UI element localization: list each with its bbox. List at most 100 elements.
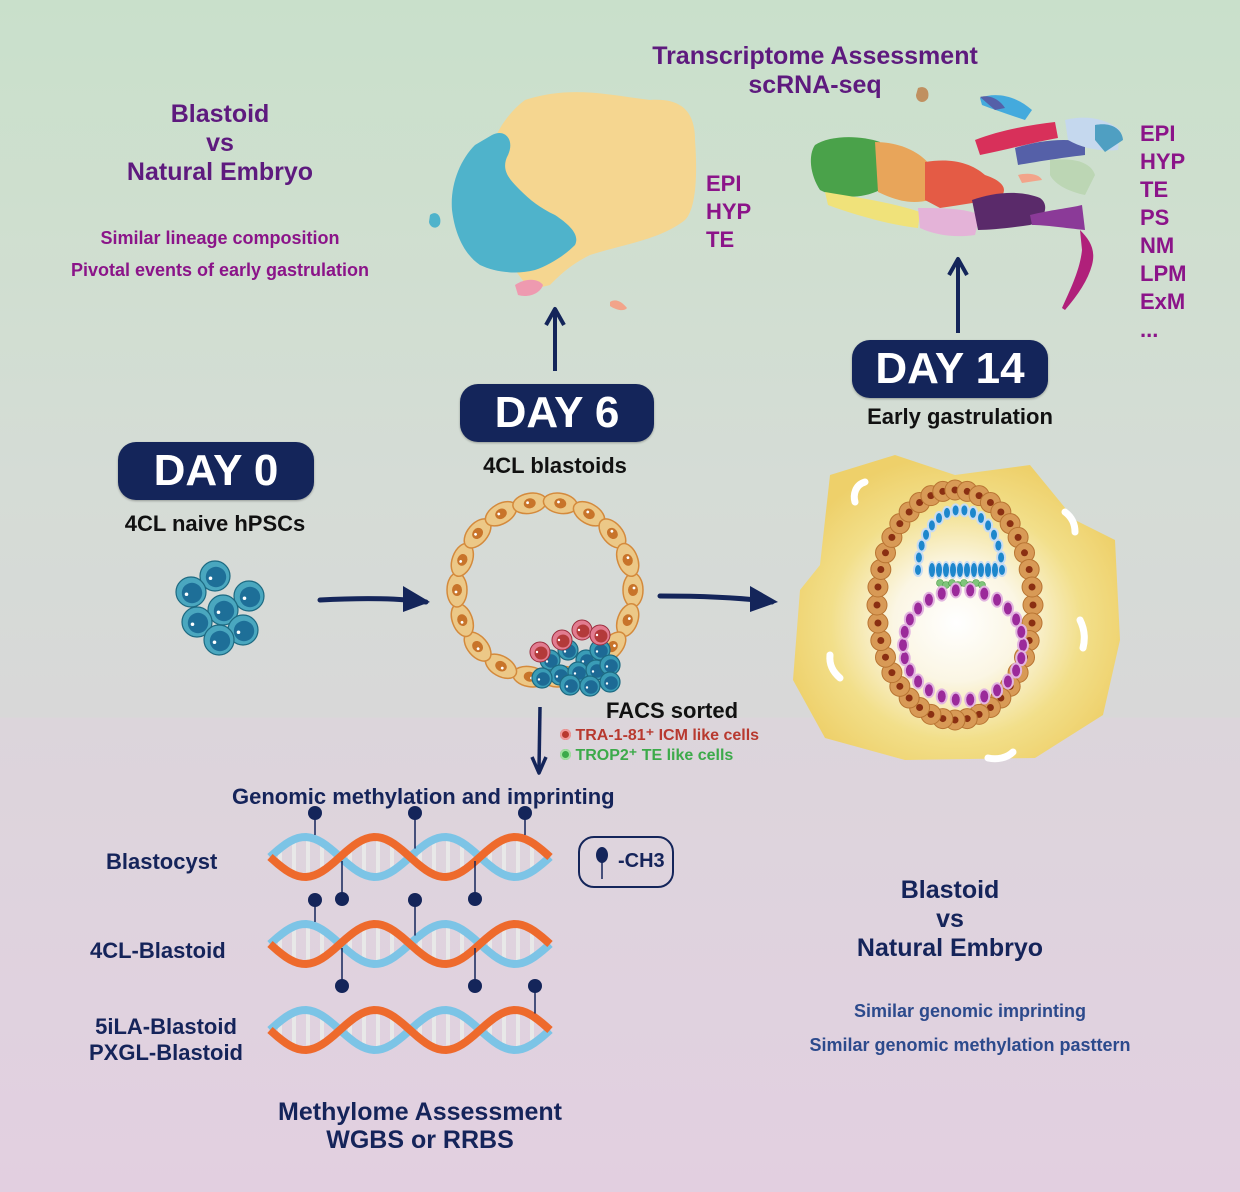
hypoblast-cell xyxy=(991,682,1004,699)
day14-embryo-illustration xyxy=(793,455,1120,763)
day0-badge: DAY 0 xyxy=(118,442,314,500)
trophectoderm-cell xyxy=(446,572,468,608)
trophoblast-cell xyxy=(1022,594,1044,616)
hypoblast-cell xyxy=(1017,637,1029,653)
amnion-cell xyxy=(983,518,994,533)
umap-cluster-teal xyxy=(1095,124,1123,152)
umap-cluster-ps xyxy=(1062,230,1094,310)
naive-hpsc-cluster-icon xyxy=(175,560,265,656)
hypoblast-cell xyxy=(1001,673,1014,690)
methyl-group-icon xyxy=(308,806,322,820)
hypoblast-cell xyxy=(1015,623,1028,640)
umap-cluster-hyp xyxy=(515,279,543,296)
amnion-cell xyxy=(988,527,999,542)
naive-cell xyxy=(181,606,213,638)
hypoblast-cell xyxy=(1010,662,1023,679)
icm-cell-dot-icon xyxy=(560,729,571,740)
legend-label: TE xyxy=(1140,177,1169,202)
hypoblast-cell xyxy=(922,682,935,699)
day14-badge: DAY 14 xyxy=(852,340,1048,398)
title-line: Blastoid xyxy=(900,876,1000,904)
hypoblast-cell xyxy=(949,691,962,708)
footer-line: WGBS or RRBS xyxy=(326,1126,514,1154)
legend-label: NM xyxy=(1140,233,1175,258)
methyl-group-icon xyxy=(408,806,422,820)
methyl-legend-box: -CH3 xyxy=(578,836,674,888)
legend-label: HYP xyxy=(1140,149,1186,174)
umap-cluster-sage xyxy=(1050,159,1095,195)
methyl-legend-label: -CH3 xyxy=(618,850,665,872)
methyl-group-icon xyxy=(468,892,482,906)
amnion-cell xyxy=(934,511,944,526)
hypoblast-cell xyxy=(912,673,925,690)
arrow-right-day6-to-day14 xyxy=(657,586,778,612)
methylome-footer: Methylome Assessment WGBS or RRBS xyxy=(230,1098,610,1154)
epiblast-cell xyxy=(949,561,957,579)
amnion-cell xyxy=(921,527,932,542)
epiblast-cell xyxy=(977,561,985,579)
title-line: Blastoid xyxy=(170,100,270,128)
title-line: Natural Embryo xyxy=(126,158,314,186)
te-cell-dot-icon xyxy=(560,749,571,760)
footer-line: Methylome Assessment xyxy=(278,1098,562,1126)
title-line: vs xyxy=(206,129,234,157)
point: Similar genomic methylation pasttern xyxy=(809,1035,1131,1055)
epiblast-cell xyxy=(991,561,999,579)
matrix-highlight-marks xyxy=(826,478,1088,763)
dna-helix xyxy=(267,806,553,906)
amnion-cell xyxy=(913,563,923,577)
trophoblast-cell xyxy=(1021,576,1043,598)
methyl-group-icon xyxy=(518,806,532,820)
row-label-line: 5iLA-Blastoid xyxy=(95,1014,237,1039)
bottom-right-points: Similar genomic imprinting Similar genom… xyxy=(770,994,1170,1062)
transcriptome-subtitle: scRNA-seq xyxy=(748,71,882,99)
hypoblast-cell xyxy=(964,691,977,708)
hypoblast-cell xyxy=(1015,650,1028,667)
dna-methylation-panels xyxy=(267,806,553,1054)
row-label-line: PXGL-Blastoid xyxy=(88,1040,243,1065)
trophectoderm-cell xyxy=(615,603,640,638)
hypoblast-cell xyxy=(903,662,916,679)
naive-cell xyxy=(199,560,231,592)
trophectoderm-cell xyxy=(572,500,606,527)
methyl-group-icon xyxy=(335,892,349,906)
naive-cell xyxy=(203,624,235,656)
top-left-points: Similar lineage composition Pivotal even… xyxy=(20,222,420,286)
hypoblast-cell xyxy=(912,600,925,617)
naive-cell xyxy=(207,594,239,626)
icm-cell xyxy=(531,667,553,689)
amnion-cell xyxy=(976,511,986,526)
legend-label: ... xyxy=(1140,317,1159,342)
hypoblast-cell xyxy=(898,650,911,667)
amnion-cell xyxy=(997,563,1007,577)
umap-cluster-epi xyxy=(451,132,577,273)
hypoblast-cell xyxy=(903,611,916,628)
title-line: Natural Embryo xyxy=(856,934,1044,962)
point: Similar lineage composition xyxy=(100,228,340,248)
legend-label: ExM xyxy=(1140,289,1186,314)
dna-helix xyxy=(267,979,553,1054)
legend-label: HYP xyxy=(706,199,752,224)
umap-cluster-epi-fringe xyxy=(429,213,441,228)
tra181-icm-cell xyxy=(589,624,611,646)
day0-caption: 4CL naive hPSCs xyxy=(124,511,306,536)
amnion-cell xyxy=(993,538,1004,553)
dna-strand-orange xyxy=(267,833,553,881)
day14-caption: Early gastrulation xyxy=(867,404,1053,429)
hypoblast-cell xyxy=(949,582,962,599)
tra181-icm-cell xyxy=(529,641,551,663)
day6-caption: 4CL blastoids xyxy=(483,453,627,478)
umap-cluster-small xyxy=(610,300,627,311)
methyl-pin-icon xyxy=(596,847,608,879)
methylation-title: Genomic methylation and imprinting xyxy=(232,784,615,809)
umap-cluster-orange xyxy=(875,142,930,203)
umap-cluster-navy-top xyxy=(980,96,1005,110)
amnion-cell xyxy=(916,538,927,553)
epiblast-cell xyxy=(963,561,971,579)
dna-strand-orange xyxy=(267,1006,553,1054)
trophectoderm-cell xyxy=(542,492,578,515)
hypoblast-cell xyxy=(935,688,948,705)
naive-cell xyxy=(175,576,207,608)
umap-cluster-crimson xyxy=(975,122,1058,155)
